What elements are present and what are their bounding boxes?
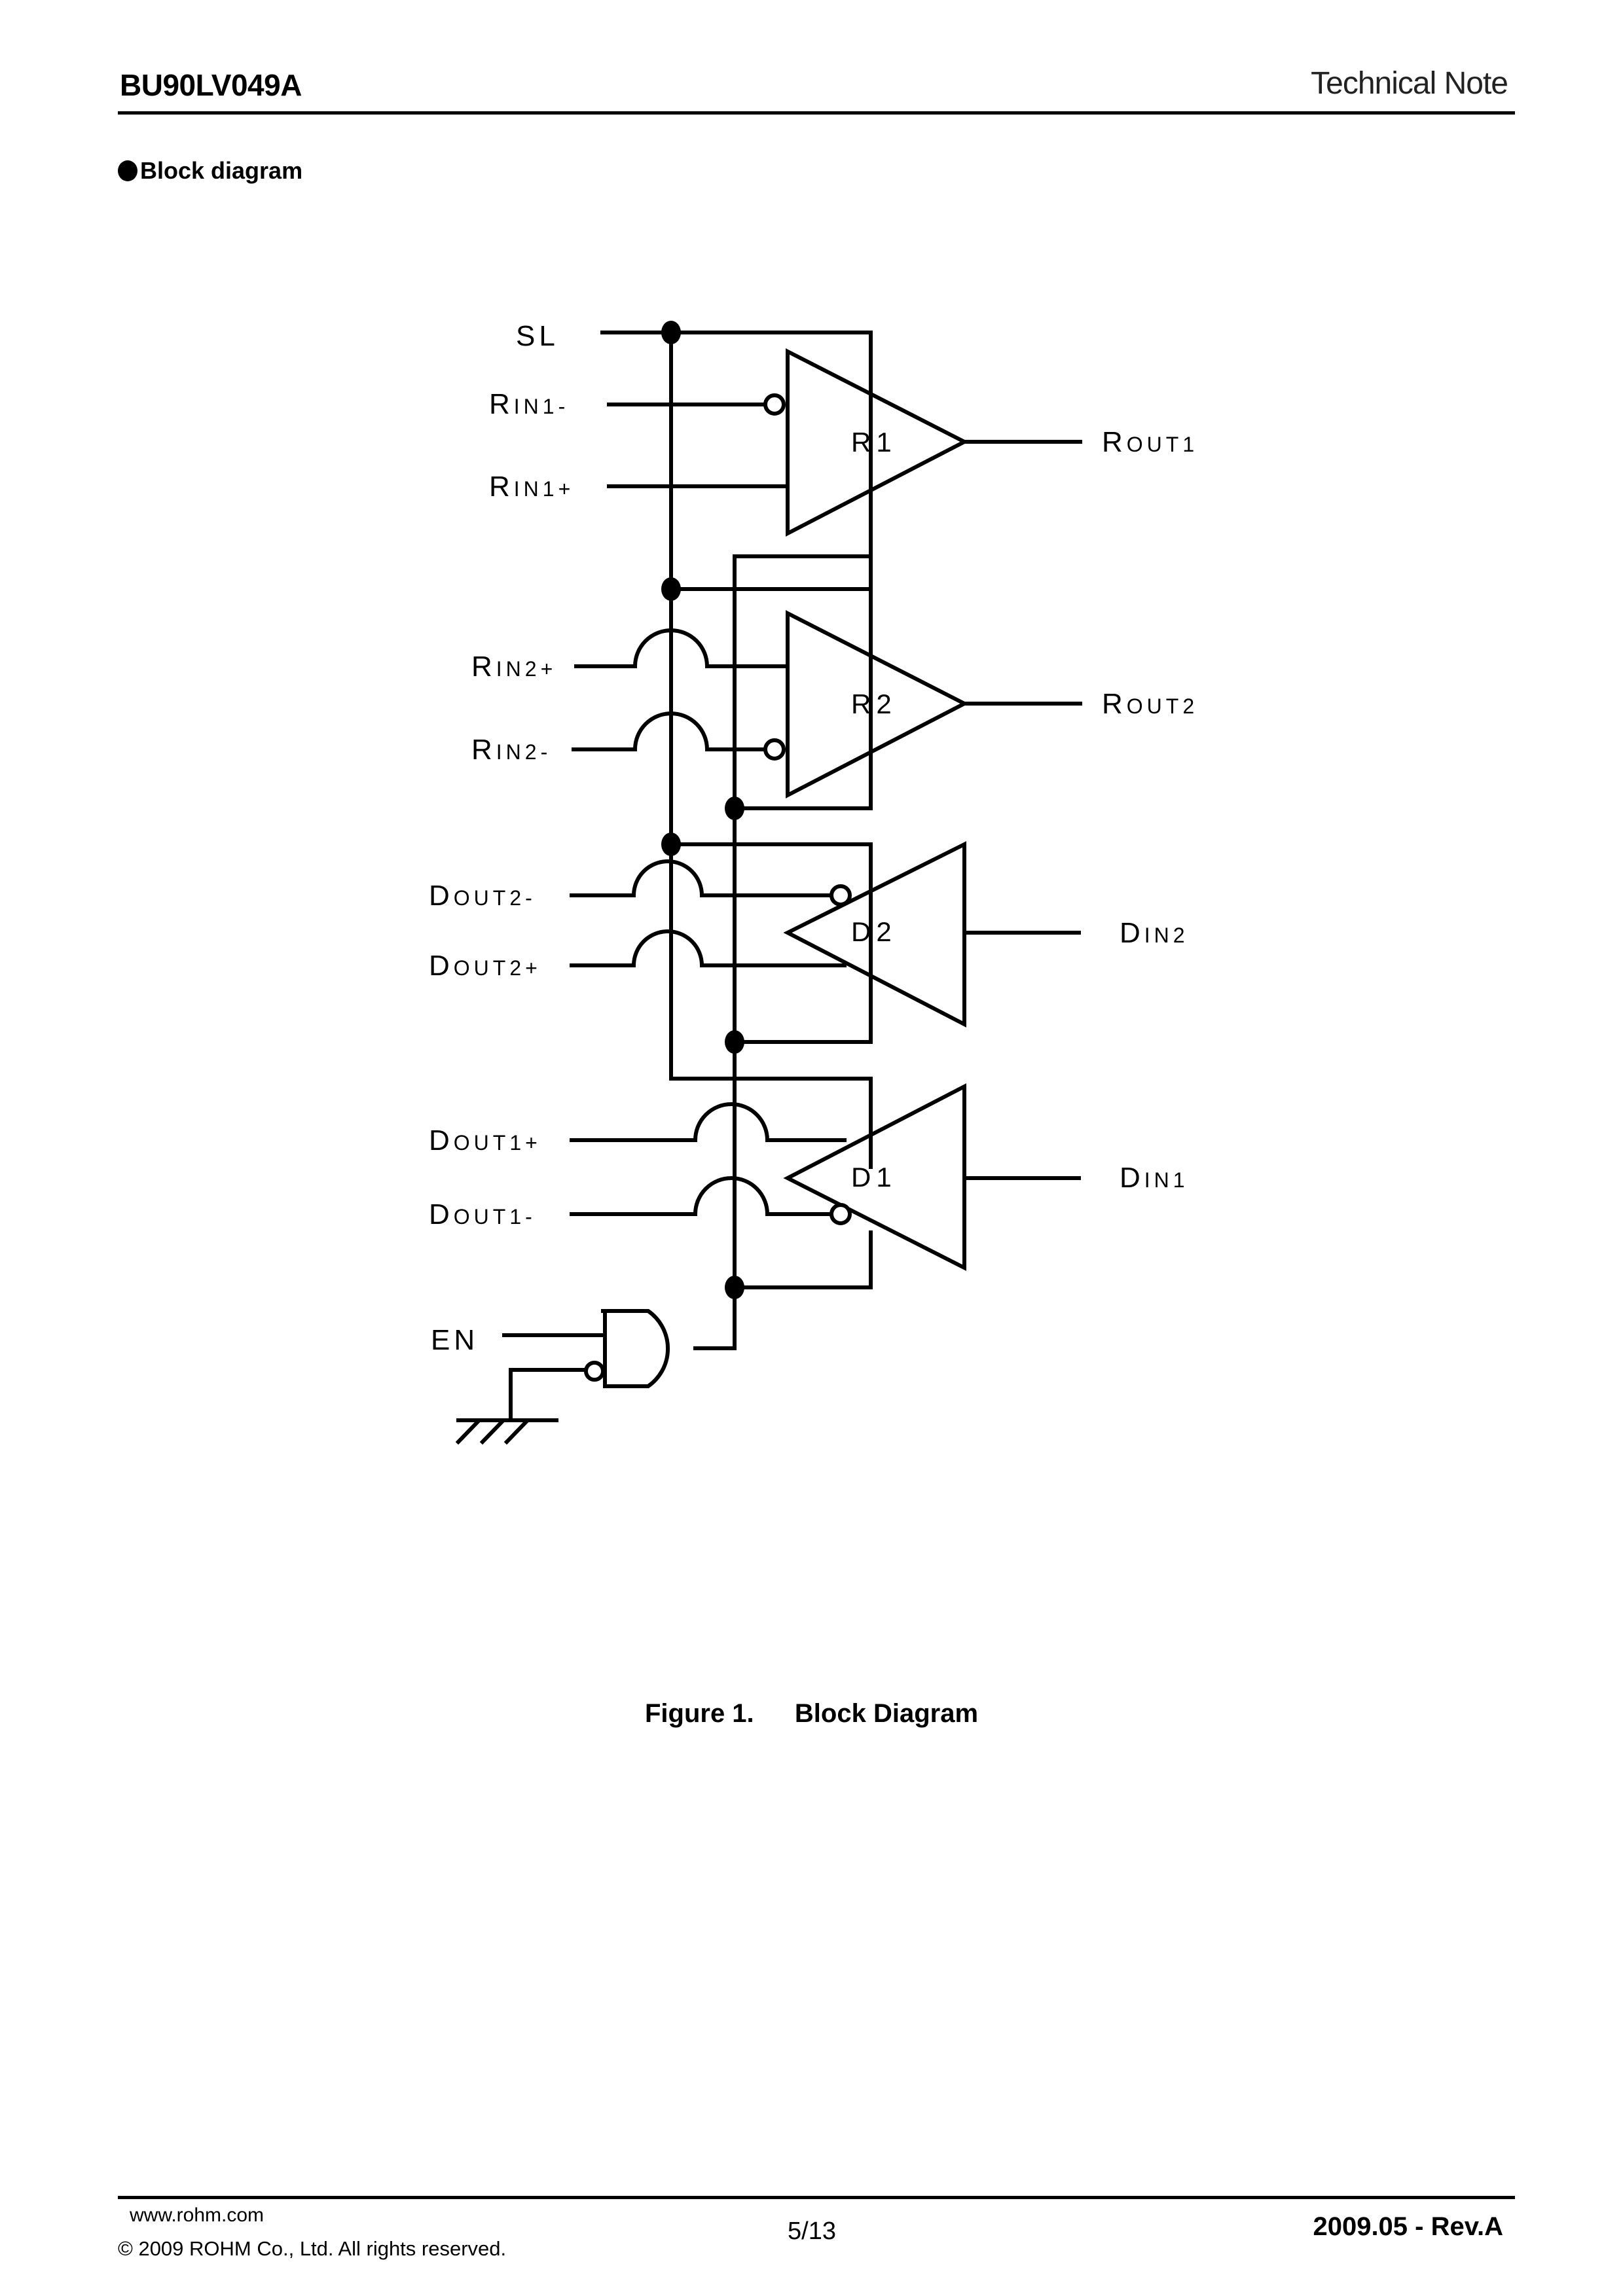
pin-label-dout2-plus: DOUT2+ [429, 950, 541, 982]
figure-caption: Figure 1. Block Diagram [0, 1699, 1623, 1729]
pin-label-din2: DIN2 [1120, 917, 1189, 949]
driver-d1 [570, 1083, 1081, 1289]
section-title: Block diagram [140, 157, 303, 184]
block-label-d2: D2 [851, 916, 897, 947]
en-bus [693, 554, 873, 1350]
block-label-r1: R1 [851, 427, 897, 457]
bullet-icon [118, 160, 137, 181]
pin-label-rin2-minus: RIN2- [471, 734, 551, 766]
ground-icon [455, 1418, 558, 1445]
junction-dots [661, 321, 744, 1299]
pin-label-rout2: ROUT2 [1102, 688, 1198, 720]
header-rule [118, 111, 1515, 115]
pin-label-en: EN [431, 1324, 479, 1356]
figure-title: Block Diagram [794, 1699, 979, 1728]
block-label-r2: R2 [851, 689, 897, 719]
doc-type: Technical Note [1311, 66, 1508, 101]
page-number: 5/13 [788, 2217, 836, 2245]
pin-label-rin1-plus: RIN1+ [489, 471, 574, 503]
pin-label-dout1-minus: DOUT1- [429, 1198, 536, 1230]
receiver-r2 [572, 587, 1082, 810]
pin-label-rout1: ROUT1 [1102, 426, 1198, 458]
pin-label-sl: SL [516, 320, 559, 352]
part-number: BU90LV049A [120, 68, 302, 102]
pin-label-rin2-plus: RIN2+ [471, 651, 556, 683]
pin-label-din1: DIN1 [1120, 1162, 1189, 1194]
pin-label-rin1-minus: RIN1- [489, 388, 569, 420]
pin-label-dout1-plus: DOUT1+ [429, 1124, 541, 1157]
revision: 2009.05 - Rev.A [1313, 2212, 1503, 2241]
footer-rule [118, 2196, 1515, 2199]
pin-label-dout2-minus: DOUT2- [429, 880, 536, 912]
sl-bus [600, 331, 873, 1115]
block-label-d1: D1 [851, 1162, 897, 1193]
footer-url[interactable]: www.rohm.com [130, 2204, 264, 2226]
driver-d2 [570, 841, 1081, 1044]
figure-number: Figure 1. [644, 1699, 754, 1728]
receiver-r1 [607, 348, 1082, 558]
enable-gate [502, 1309, 670, 1422]
section-heading: Block diagram [118, 157, 302, 185]
footer-copyright: © 2009 ROHM Co., Ltd. All rights reserve… [118, 2237, 507, 2260]
